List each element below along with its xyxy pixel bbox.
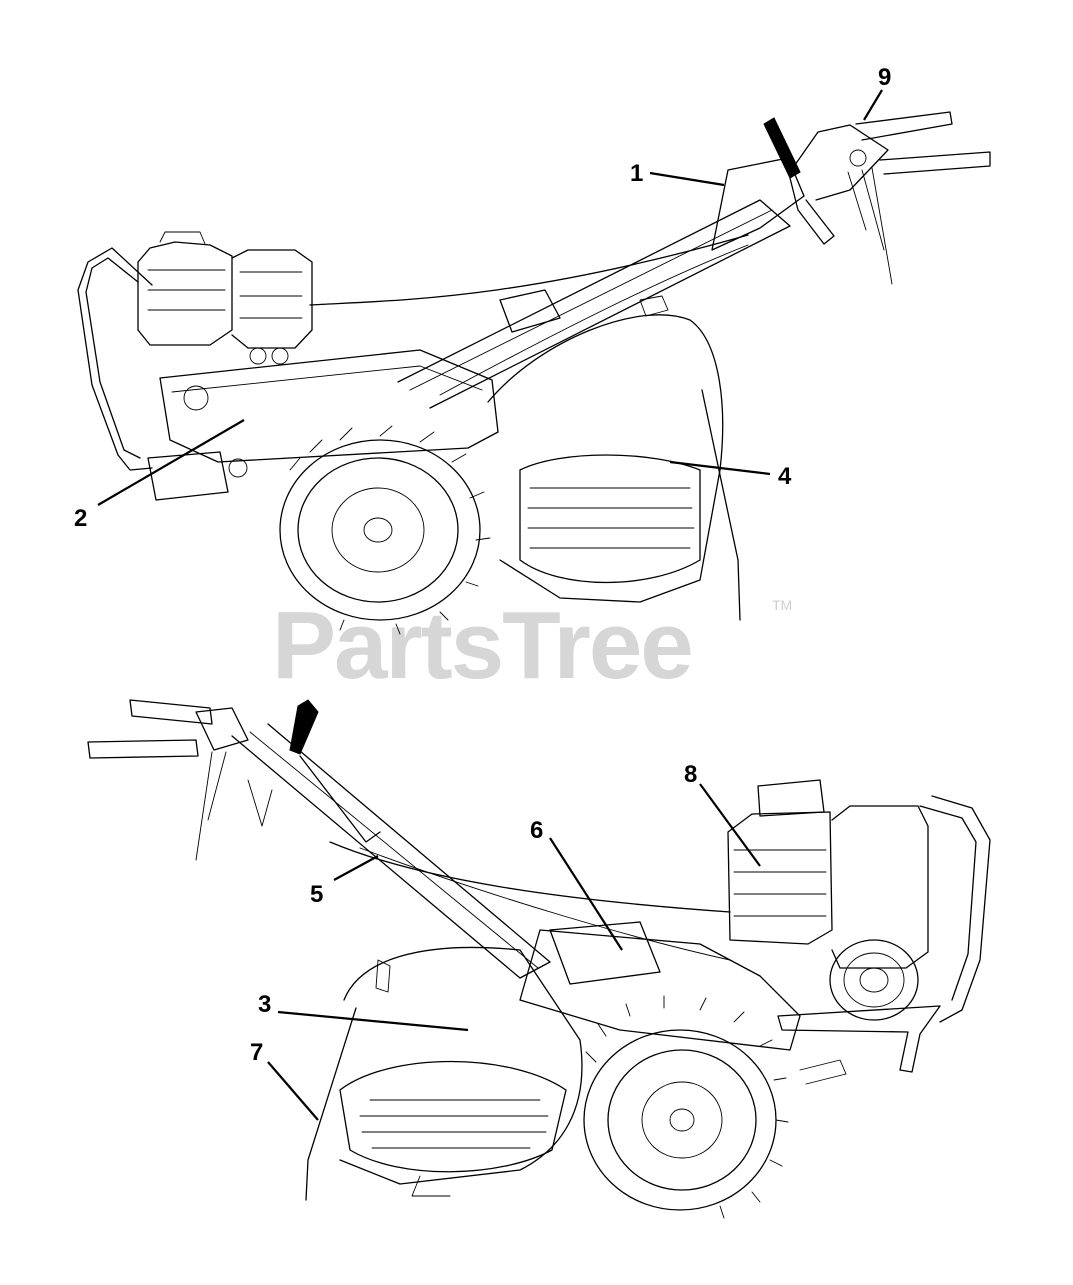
leader-9 (863, 89, 883, 121)
leader-7 (267, 1061, 319, 1121)
callout-6: 6 (530, 817, 543, 844)
callout-8: 8 (684, 761, 697, 788)
callout-1: 1 (630, 160, 643, 187)
watermark-trademark: TM (772, 597, 792, 613)
leader-6 (549, 837, 623, 951)
callout-7: 7 (250, 1039, 263, 1066)
callout-5: 5 (310, 881, 323, 908)
parts-tree-watermark: PartsTree TM (272, 592, 792, 699)
callout-4: 4 (778, 463, 792, 490)
leader-5 (333, 855, 379, 881)
callout-numbers: 1 2 3 4 5 6 7 8 9 (74, 64, 891, 1066)
callout-2: 2 (74, 505, 87, 532)
leader-8 (699, 783, 761, 867)
callout-3: 3 (258, 991, 271, 1018)
watermark-text: PartsTree (272, 592, 692, 699)
callout-leaders (97, 89, 883, 1121)
tiller-top-view (77, 111, 991, 635)
leader-3 (277, 1010, 469, 1032)
callout-9: 9 (878, 64, 891, 91)
leader-2 (97, 419, 245, 506)
tiller-bottom-view (87, 699, 991, 1219)
leader-4 (669, 460, 771, 476)
leader-1 (649, 171, 725, 187)
